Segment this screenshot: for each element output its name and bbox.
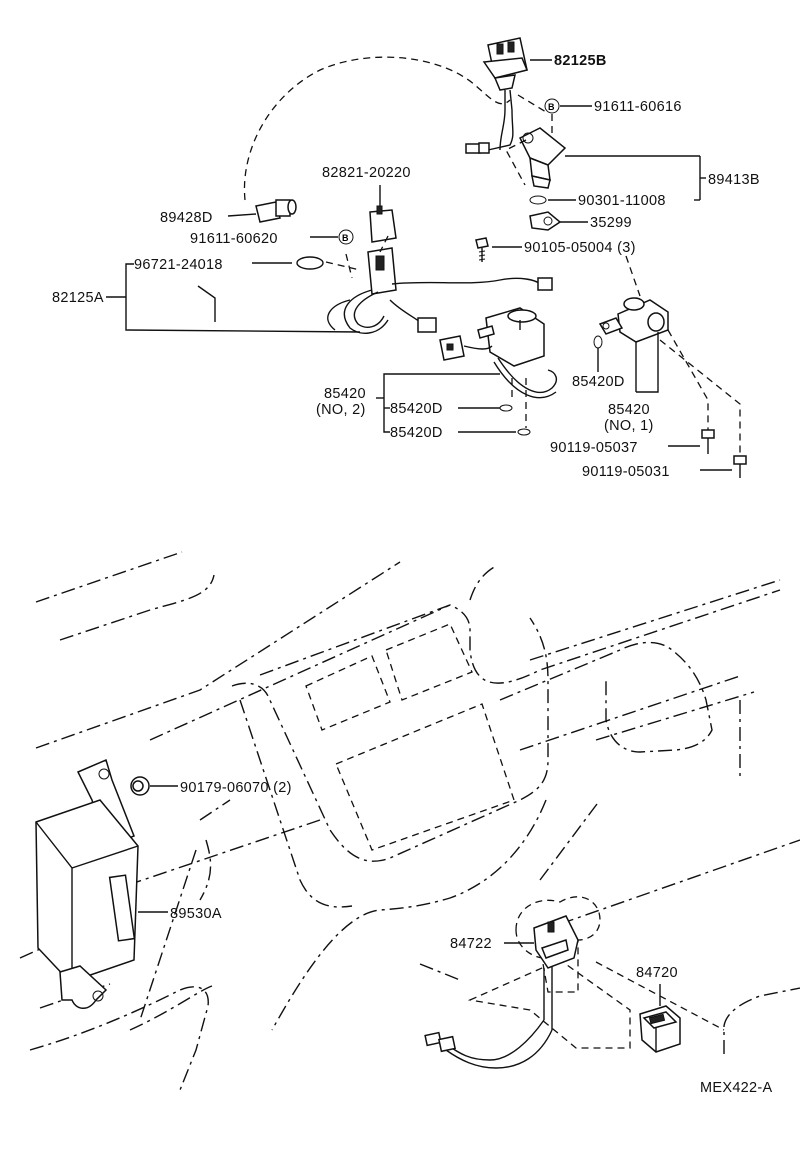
nut-90179 [130, 776, 150, 796]
harness-outline-right [517, 94, 547, 113]
label-82125a: 82125A [52, 290, 104, 306]
connector-84722 [424, 915, 579, 1069]
b-marker-circle-2 [338, 229, 354, 245]
label-84722: 84722 [450, 936, 492, 952]
label-90105-05004: 90105-05004 (3) [524, 240, 636, 256]
ecu-89530a [35, 758, 139, 1009]
label-85420d-b: 85420D [390, 425, 443, 441]
label-85420-no2: 85420 [324, 386, 366, 402]
b-marker-2: B [342, 233, 349, 243]
label-84720: 84720 [636, 965, 678, 981]
label-90119-05031: 90119-05031 [582, 464, 670, 480]
dashboard-outline [19, 551, 800, 1091]
switch-area-outline [467, 896, 631, 1049]
label-89413b: 89413B [708, 172, 760, 188]
label-85420-no1-sub: (NO, 1) [604, 418, 654, 434]
label-89428d: 89428D [160, 210, 213, 226]
label-85420d-a: 85420D [390, 401, 443, 417]
harness-outline [243, 56, 511, 201]
label-90301-11008: 90301-11008 [578, 193, 666, 209]
sensor-89428d [255, 199, 297, 223]
label-90179-06070: 90179-06070 (2) [180, 780, 292, 796]
label-82821-20220: 82821-20220 [322, 165, 411, 181]
connector-82821 [369, 205, 397, 243]
console-panels [305, 623, 515, 851]
bolt-90119-05031 [733, 455, 747, 478]
label-96721-24018: 96721-24018 [134, 257, 223, 273]
bolt-90105 [475, 237, 489, 262]
vsv-85420-no1 [598, 297, 669, 343]
label-82125b: 82125B [554, 53, 607, 69]
label-91611-60616: 91611-60616 [594, 99, 682, 115]
label-91611-60620: 91611-60620 [190, 231, 278, 247]
o-ring-90301 [529, 195, 547, 205]
o-ring-85420d-c [593, 335, 603, 349]
label-90119-05037: 90119-05037 [550, 440, 638, 456]
b-marker-1: B [548, 102, 555, 112]
o-ring-85420d-a [499, 404, 513, 412]
bolt-90119-05037 [701, 429, 715, 454]
drawing-code: MEX422-A [700, 1080, 773, 1096]
label-85420d-c: 85420D [572, 374, 625, 390]
b-marker-circle-1 [544, 98, 560, 114]
o-ring-85420d-b [517, 428, 531, 436]
gasket-35299 [529, 211, 562, 231]
switch-84720 [639, 1005, 681, 1053]
label-89530a: 89530A [170, 906, 222, 922]
label-85420-no1: 85420 [608, 402, 650, 418]
label-85420-no2-sub: (NO, 2) [316, 402, 366, 418]
o-ring-96721 [296, 256, 324, 270]
wire-harness-82125a [327, 247, 553, 334]
label-35299: 35299 [590, 215, 632, 231]
connector-82125b [465, 37, 529, 154]
vsv-85420-no2 [439, 307, 558, 399]
sensor-89413b [518, 127, 567, 189]
